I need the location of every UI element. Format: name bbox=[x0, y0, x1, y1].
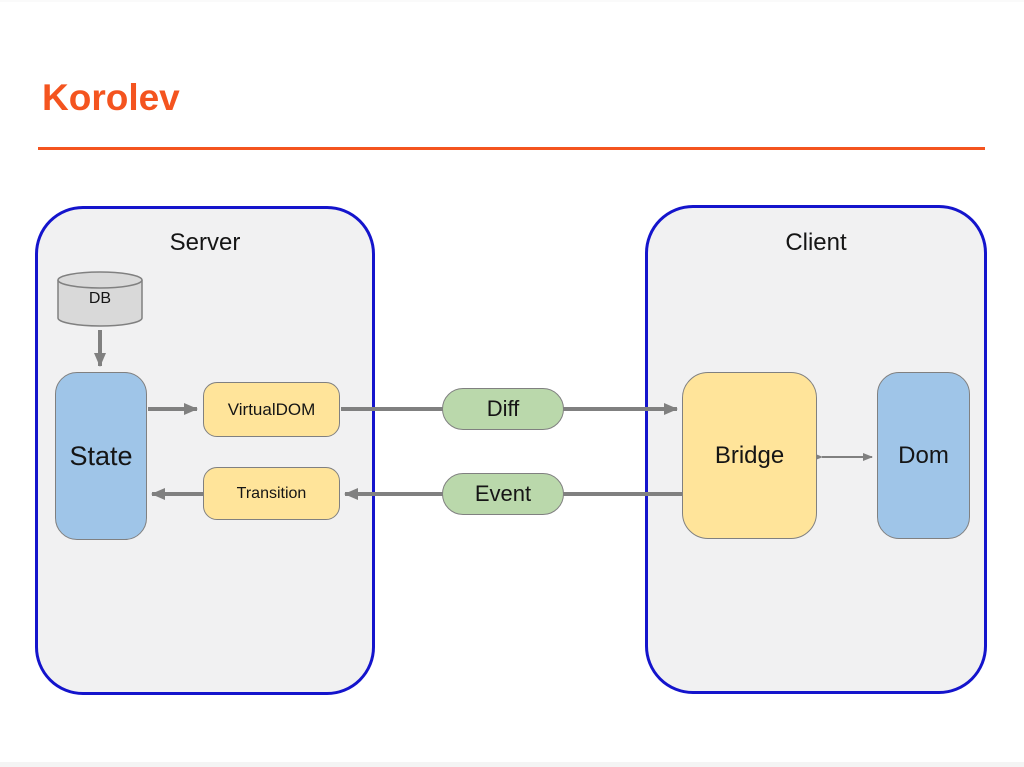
top-edge-line bbox=[0, 0, 1024, 2]
node-bridge: Bridge bbox=[682, 372, 817, 539]
server-container-label: Server bbox=[169, 229, 241, 256]
client-container-label: Client bbox=[785, 229, 847, 256]
db-cylinder: DB bbox=[56, 270, 144, 328]
page-title: Korolev bbox=[42, 77, 180, 118]
database-icon bbox=[57, 271, 143, 327]
node-transition: Transition bbox=[203, 467, 340, 520]
node-virtualdom: VirtualDOM bbox=[203, 382, 340, 437]
bottom-edge-line bbox=[0, 762, 1024, 767]
db-label: DB bbox=[88, 290, 112, 307]
node-diff: Diff bbox=[442, 388, 564, 430]
node-event: Event bbox=[442, 473, 564, 515]
node-dom: Dom bbox=[877, 372, 970, 539]
title-divider bbox=[38, 147, 985, 150]
node-state: State bbox=[55, 372, 147, 540]
